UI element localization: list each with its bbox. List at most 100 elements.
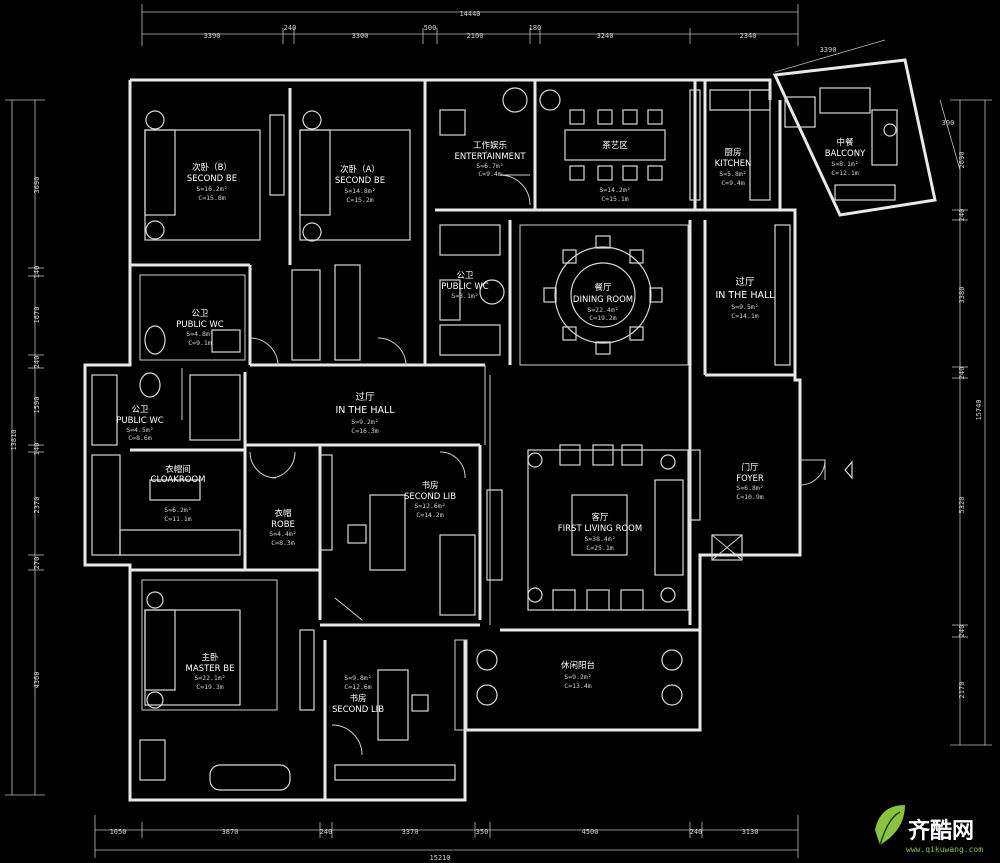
svg-text:C=19.3m: C=19.3m (196, 683, 223, 691)
label-entertainment: 工作娱乐 ENTERTAINMENT S=6.7m² C=9.4m (454, 140, 526, 178)
svg-text:S=4.8m²: S=4.8m² (186, 330, 213, 338)
svg-text:S=9.2m²: S=9.2m² (564, 673, 591, 681)
svg-text:C=14.2m: C=14.2m (416, 511, 443, 519)
top-seg-6: 180 (529, 24, 542, 32)
leaf-logo-icon (875, 805, 905, 846)
bottom-seg-4: 3370 (402, 828, 419, 836)
top-seg-4: 500 (424, 24, 437, 32)
svg-text:C=12.6m: C=12.6m (344, 683, 371, 691)
dining-table (519, 224, 689, 366)
bottom-seg-7: 240 (690, 828, 703, 836)
svg-text:中餐: 中餐 (836, 137, 854, 148)
svg-text:SECOND LIB: SECOND LIB (404, 492, 456, 502)
svg-text:茶艺区: 茶艺区 (602, 140, 628, 151)
right-seg-6: 240 (958, 625, 966, 638)
svg-text:主卧: 主卧 (201, 652, 219, 663)
svg-text:SECOND LIB: SECOND LIB (332, 705, 384, 715)
top-seg-8: 2340 (740, 32, 757, 40)
balcony-north (772, 58, 937, 217)
right-total-dim: 15740 (975, 399, 983, 420)
angled-dim-2: 300 (942, 119, 955, 127)
right-seg-3: 3380 (958, 287, 966, 304)
svg-text:次卧（A）: 次卧（A） (340, 164, 380, 175)
label-public-wc-left: 公卫 PUBLIC WC S=4.5m² C=8.6m (116, 405, 163, 442)
label-tea: 茶艺区 S=14.2m² C=15.1m (599, 140, 630, 203)
dining-chairs (543, 235, 663, 355)
doors (181, 337, 466, 479)
left-seg-8: 270 (33, 557, 41, 570)
svg-text:C=8.3m: C=8.3m (271, 539, 295, 547)
bed-b (144, 110, 285, 241)
svg-text:工作娱乐: 工作娱乐 (473, 140, 508, 151)
left-seg-3: 1670 (33, 307, 41, 324)
left-total-dim: 13810 (10, 429, 18, 450)
left-seg-5: 1590 (33, 397, 41, 414)
svg-text:S=9.5m²: S=9.5m² (731, 303, 758, 311)
svg-text:门厅: 门厅 (741, 462, 759, 473)
svg-text:C=14.1m: C=14.1m (731, 312, 758, 320)
svg-text:IN THE HALL: IN THE HALL (335, 405, 395, 416)
left-seg-1: 3690 (33, 177, 41, 194)
label-balcony-north: 中餐 BALCONY S=8.1m² C=12.1m (825, 137, 866, 177)
study-furniture (319, 454, 503, 616)
bottom-seg-2: 3870 (222, 828, 239, 836)
svg-text:FOYER: FOYER (736, 474, 764, 484)
svg-text:书房: 书房 (349, 693, 366, 704)
svg-text:MASTER BE: MASTER BE (186, 664, 235, 674)
small-wc-fixtures (439, 224, 505, 356)
left-seg-2: 140 (33, 266, 41, 279)
svg-text:C=19.2m: C=19.2m (589, 314, 616, 322)
master-bed (139, 579, 315, 791)
right-dimension-line: 15740 2690 240 3380 240 5320 240 2170 (950, 99, 992, 746)
label-second-bed-b: 次卧（B） SECOND BE S=16.2m² C=15.8m (187, 162, 237, 202)
svg-text:BALCONY: BALCONY (825, 149, 866, 159)
svg-text:休闲阳台: 休闲阳台 (561, 660, 595, 671)
svg-text:S=16.2m²: S=16.2m² (196, 185, 227, 193)
svg-text:次卧（B）: 次卧（B） (192, 162, 232, 173)
svg-text:餐厅: 餐厅 (594, 283, 612, 293)
svg-text:IN THE HALL: IN THE HALL (715, 290, 775, 301)
label-robe: 衣帽 ROBE S=4.4m² C=8.3m (269, 508, 296, 547)
small-study-furniture (331, 597, 456, 781)
svg-text:S=14.2m²: S=14.2m² (599, 186, 630, 194)
label-small-study: S=9.8m² C=12.6m 书房 SECOND LIB (332, 674, 384, 715)
svg-text:ENTERTAINMENT: ENTERTAINMENT (454, 152, 526, 162)
right-seg-7: 2170 (958, 682, 966, 699)
foyer-fixtures (689, 449, 853, 561)
svg-text:S=14.8m²: S=14.8m² (344, 187, 375, 195)
label-balcony-south: 休闲阳台 S=9.2m² C=13.4m (561, 660, 595, 690)
svg-text:C=9.4m: C=9.4m (721, 179, 745, 187)
svg-text:S=22.1m²: S=22.1m² (194, 674, 225, 682)
label-hall-right: 过厅 IN THE HALL S=9.5m² C=14.1m (715, 276, 775, 320)
left-seg-6: 140 (33, 443, 41, 456)
entertainment-fixtures (439, 87, 561, 206)
svg-text:S=4.5m²: S=4.5m² (126, 426, 153, 434)
svg-text:PUBLIC WC: PUBLIC WC (116, 416, 163, 426)
svg-text:CLOAKROOM: CLOAKROOM (151, 475, 206, 485)
label-second-bed-a: 次卧（A） SECOND BE S=14.8m² C=15.2m (335, 164, 385, 204)
bed-a (291, 110, 411, 361)
bottom-seg-6: 4500 (582, 828, 599, 836)
balcony-south (454, 639, 683, 731)
label-small-wc: 公卫 PUBLIC WC S=3.1m² (441, 271, 488, 300)
svg-text:C=9.4m: C=9.4m (478, 170, 502, 178)
svg-text:S=12.6m²: S=12.6m² (414, 502, 445, 510)
svg-text:公卫: 公卫 (131, 405, 149, 415)
svg-text:SECOND BE: SECOND BE (335, 176, 385, 186)
watermark-brand: 齐酷网 (908, 818, 974, 844)
svg-text:公卫: 公卫 (191, 309, 209, 319)
svg-text:C=10.9m: C=10.9m (736, 493, 763, 501)
left-seg-4: 240 (33, 356, 41, 369)
svg-text:C=15.1m: C=15.1m (601, 195, 628, 203)
svg-text:ROBE: ROBE (271, 520, 295, 530)
svg-text:过厅: 过厅 (355, 391, 375, 403)
svg-text:C=13.4m: C=13.4m (564, 682, 591, 690)
bottom-seg-1: 1050 (110, 828, 127, 836)
svg-text:PUBLIC WC: PUBLIC WC (176, 320, 223, 330)
label-cloakroom: 衣帽间 CLOAKROOM S=6.2m² C=11.1m (151, 464, 206, 523)
angled-dimension: 3390 300 (774, 39, 961, 171)
living-furniture (527, 444, 689, 611)
bottom-total-dim: 15210 (429, 854, 450, 862)
svg-text:C=16.3m: C=16.3m (351, 427, 378, 435)
